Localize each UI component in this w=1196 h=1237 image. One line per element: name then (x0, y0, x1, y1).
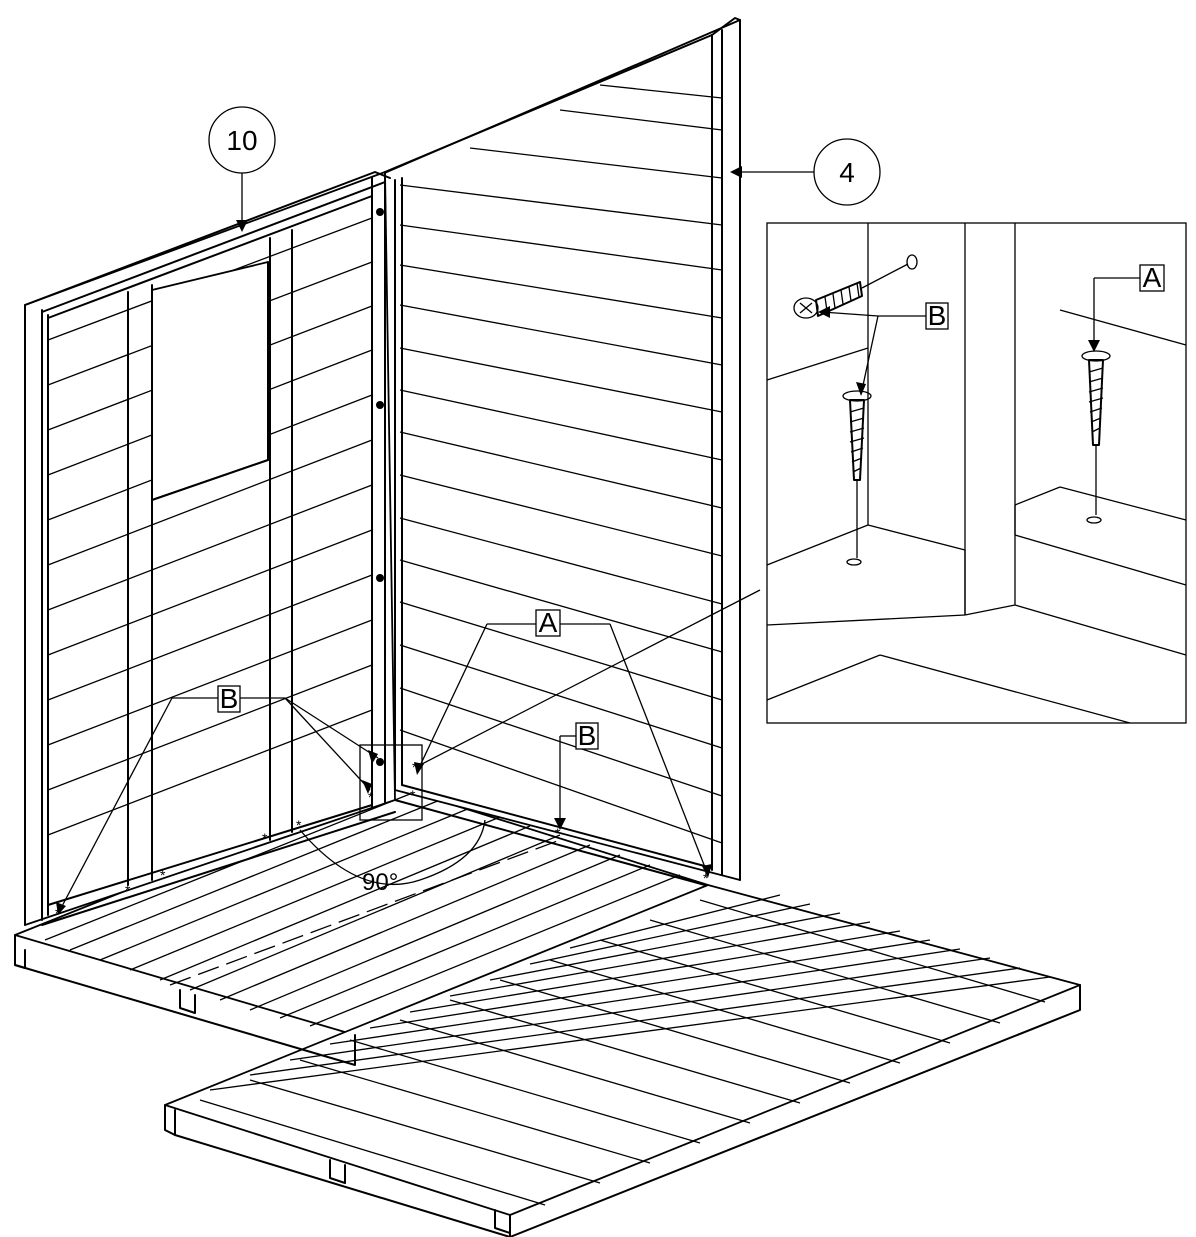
callout-4-text: 4 (839, 157, 855, 188)
svg-text:*: * (368, 789, 374, 805)
callout-part-10: 10 (208, 106, 276, 232)
svg-text:*: * (412, 759, 418, 775)
label-b-left-text: B (220, 683, 239, 714)
back-wall (379, 17, 741, 886)
label-a-center-text: A (539, 607, 558, 638)
screw-b-icon (842, 390, 872, 566)
svg-text:*: * (296, 817, 302, 833)
angle-label: 90° (362, 869, 398, 896)
inset-label-a-text: A (1143, 262, 1162, 293)
label-b-right-text: B (578, 720, 597, 751)
svg-text:*: * (703, 870, 709, 886)
callout-part-4: 4 (730, 138, 881, 206)
screw-dots (376, 208, 384, 766)
svg-text:*: * (555, 825, 561, 841)
floor-panels (14, 784, 1081, 1237)
svg-text:*: * (125, 882, 131, 898)
screw-a-icon (1081, 350, 1111, 524)
label-a-center: A (414, 607, 712, 878)
label-b-left: B (56, 683, 379, 915)
label-b-right: B (554, 720, 599, 830)
detail-marker-box (359, 744, 423, 821)
screw-horizontal-icon (793, 254, 918, 319)
svg-text:*: * (410, 787, 416, 803)
detail-inset: B A (766, 222, 1187, 724)
inset-label-b-text: B (928, 300, 947, 331)
svg-text:*: * (262, 830, 268, 846)
angle-arc (299, 819, 486, 886)
callout-10-text: 10 (226, 125, 257, 156)
svg-text:*: * (160, 867, 166, 883)
left-wall: * * * * * * * * * * (24, 171, 709, 926)
